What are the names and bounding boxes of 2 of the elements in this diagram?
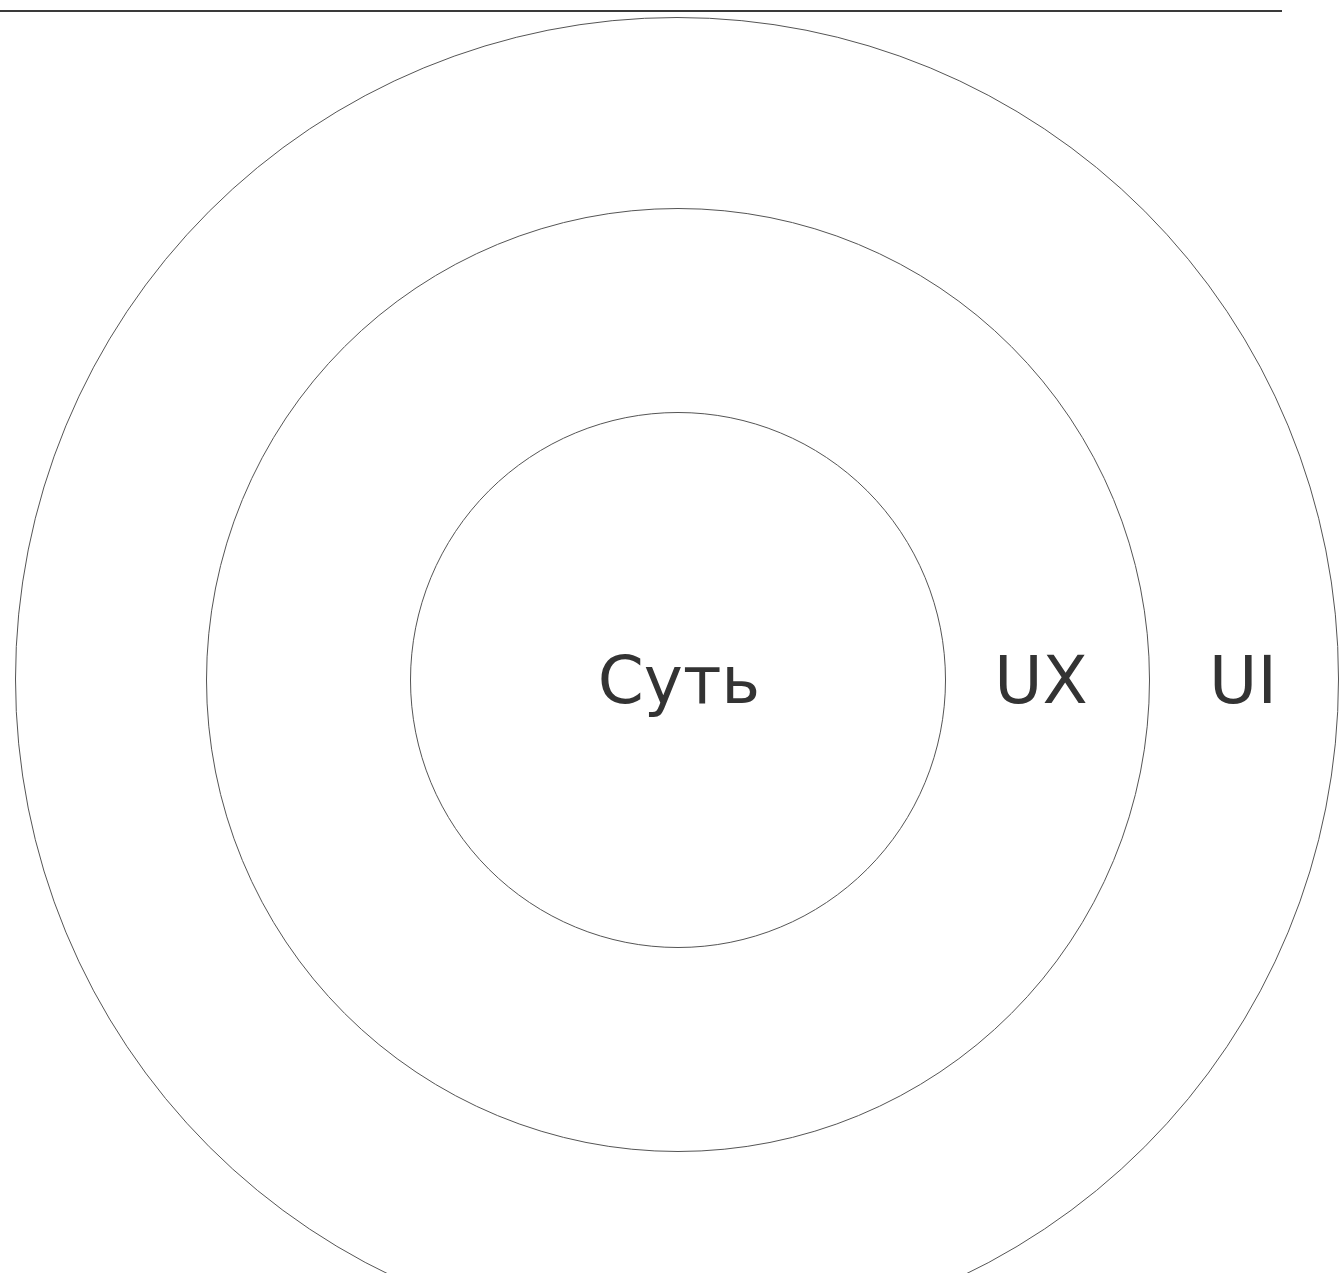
ring-label: UI xyxy=(1209,648,1277,714)
ring-label: UX xyxy=(994,648,1088,714)
